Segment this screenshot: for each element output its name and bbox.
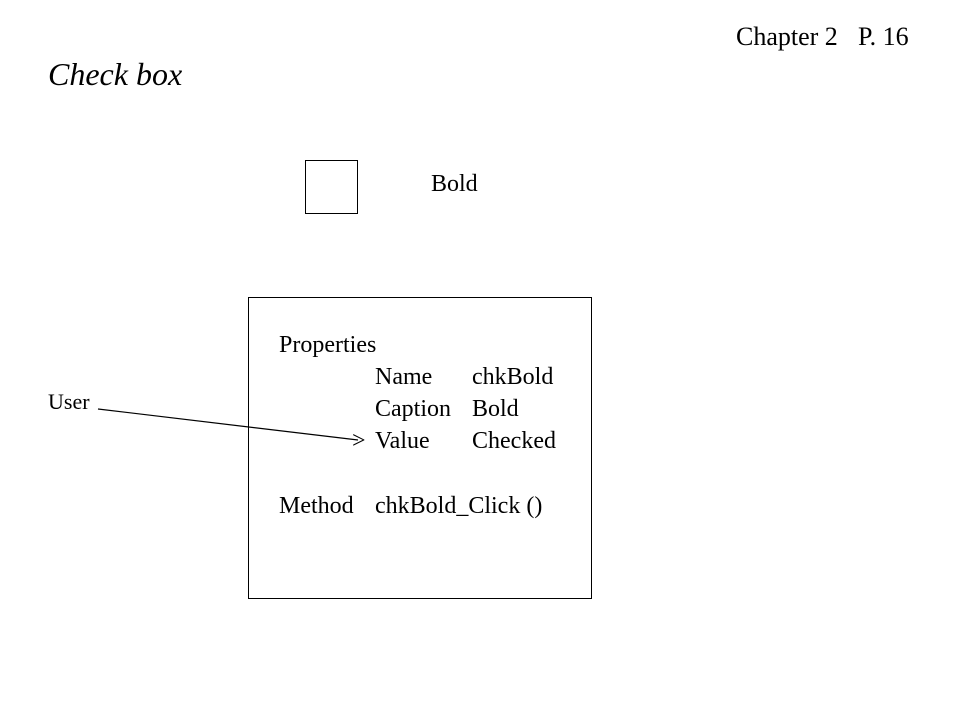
properties-heading: Properties — [279, 332, 377, 358]
checkbox-caption: Bold — [431, 171, 478, 197]
property-name-name: Name — [375, 364, 433, 390]
property-value-name: chkBold — [472, 364, 554, 390]
checkbox-square — [305, 160, 358, 214]
property-name-caption: Caption — [375, 396, 451, 422]
page-number: P. 16 — [858, 22, 909, 51]
property-name-value: Value — [375, 428, 430, 454]
arrow-head: > — [352, 428, 366, 454]
method-label: Method — [279, 493, 354, 519]
property-value-value: Checked — [472, 428, 556, 454]
chapter-label: Chapter 2 — [736, 22, 838, 51]
slide-title: Check box — [48, 56, 183, 92]
property-value-caption: Bold — [472, 396, 519, 422]
object-box — [248, 297, 592, 599]
user-label: User — [48, 389, 90, 414]
method-value: chkBold_Click () — [375, 493, 543, 519]
